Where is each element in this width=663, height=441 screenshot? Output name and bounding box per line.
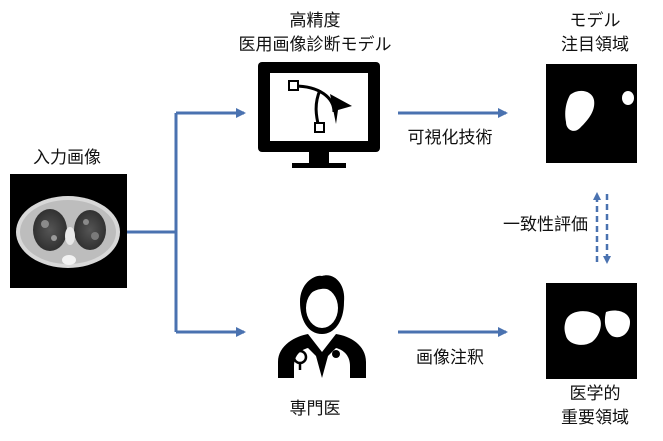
- doctor-icon: [278, 275, 366, 378]
- monitor-icon: [258, 62, 380, 168]
- medical-title-line1: 医学的: [569, 384, 621, 404]
- agreement-label: 一致性評価: [503, 215, 588, 235]
- attention-regions: [565, 90, 634, 131]
- visualization-label: 可視化技術: [407, 128, 493, 148]
- model-title-line2: 医用画像診断モデル: [238, 35, 392, 55]
- annotation-label: 画像注釈: [416, 348, 484, 368]
- right-lung: [74, 210, 106, 250]
- specialist-label: 専門医: [289, 399, 341, 419]
- model-title-line1: 高精度: [289, 11, 341, 31]
- agreement-arrows: [593, 192, 611, 264]
- medical-title-line2: 重要領域: [561, 408, 629, 428]
- attention-title-line2: 注目領域: [561, 35, 629, 55]
- input-image-label: 入力画像: [33, 148, 101, 168]
- flow-arrows: [127, 108, 508, 337]
- attention-title-line1: モデル: [569, 11, 621, 31]
- left-lung: [33, 209, 67, 251]
- annotation-regions: [564, 310, 630, 345]
- ct-scan-body: [16, 196, 120, 268]
